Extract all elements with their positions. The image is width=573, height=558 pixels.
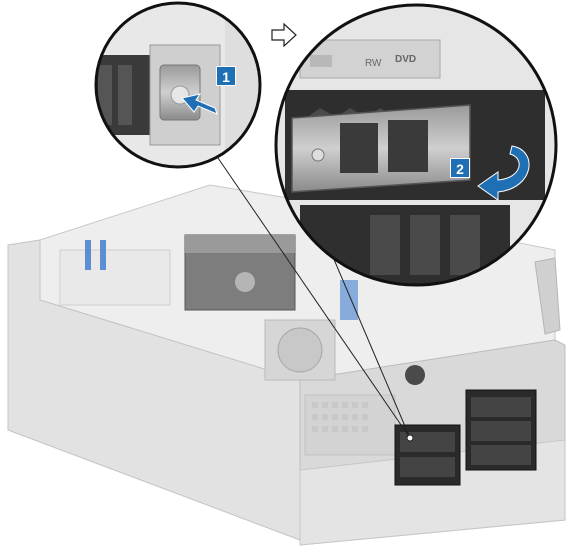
arrow-right-outline-icon <box>271 22 297 48</box>
pcie-slot-area <box>59 249 171 306</box>
drive-bays <box>394 365 537 486</box>
leader-anchor <box>406 434 414 442</box>
chassis-handle <box>534 257 561 335</box>
leader-line-right <box>329 249 411 439</box>
optical-drive-label: RW <box>365 58 382 69</box>
drive-carrier-bracket <box>291 104 471 193</box>
power-logo <box>235 272 255 292</box>
leader-line-left <box>217 157 411 439</box>
step-badge-2: 2 <box>450 158 470 178</box>
front-vent-grille <box>304 394 396 456</box>
optical-drive-bay <box>299 39 441 79</box>
zoom-callout-drive-carrier: RW DVD <box>274 3 558 287</box>
step-badge-1: 1 <box>216 66 236 86</box>
brand-logo <box>405 365 425 385</box>
zoom-callout-release-button <box>94 1 262 169</box>
optical-logo-label: DVD <box>395 54 416 65</box>
press-arrow-icon <box>181 93 218 115</box>
curved-arrow-icon <box>477 145 530 201</box>
